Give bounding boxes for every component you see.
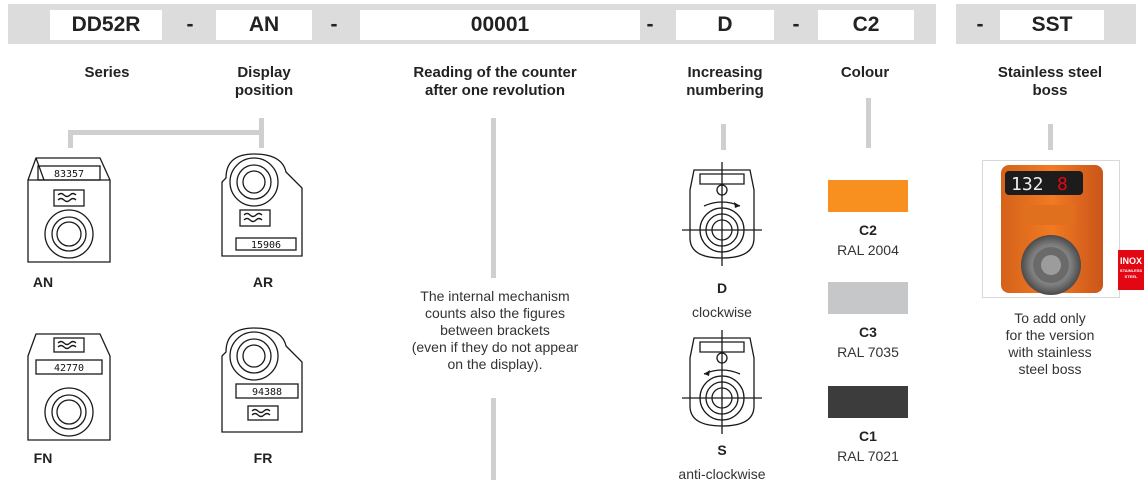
connector-boss [1048,124,1053,150]
code-display: AN [216,10,312,40]
connector-reading-top [491,118,496,278]
boss-note-line1: To add only [1014,310,1086,326]
counter-fn-drawing: 42770 [27,333,111,441]
header-boss: Stainless steel boss [980,64,1120,100]
connector-colour [866,98,871,148]
position-ar-label: AR [252,274,274,290]
position-an-label: AN [32,274,54,290]
code-separator: - [792,13,800,36]
colour-swatch-c1 [828,386,908,418]
boss-photo-frame: 132 8 [982,160,1120,298]
colour-c2-code: C2 [859,222,877,238]
colour-c2-ral: RAL 2004 [837,242,899,258]
anticlockwise-drawing [682,330,762,434]
reading-note: The internal mechanism counts also the f… [380,288,610,373]
reading-note-line2: counts also the figures [424,305,566,321]
boss-note-line2: for the version [1005,327,1095,343]
clockwise-drawing [682,162,762,266]
numbering-s-text: anti-clockwise [678,466,766,482]
reading-note-line1: The internal mechanism [420,288,570,304]
header-reading-line2: after one revolution [424,82,566,99]
position-fr-label: FR [253,450,273,466]
connector-display-left [68,130,73,148]
header-display-line1: Display [237,64,291,81]
colour-c3-ral: RAL 7035 [837,344,899,360]
counter-ar-drawing: 15906 [221,153,303,257]
connector-display-right [259,118,264,148]
numbering-s-code: S [717,442,727,458]
boss-photo: 132 8 [1001,165,1103,295]
counter-an-digits: 83357 [54,169,84,180]
header-boss-line2: boss [1032,82,1068,99]
colour-swatch-c2 [828,180,908,212]
header-reading-line1: Reading of the counter [413,64,577,81]
counter-an-drawing: 83357 [27,157,111,263]
counter-fr-drawing: 94388 [221,327,303,433]
code-reading: 00001 [360,10,640,40]
boss-note-line3: with stainless [1008,344,1092,360]
position-fn-label: FN [33,450,53,466]
reading-note-line3: between brackets [440,322,550,338]
colour-c1-code: C1 [859,428,877,444]
inox-badge-title: INOX [1119,256,1142,266]
numbering-d-text: clockwise [692,304,752,320]
colour-c3-code: C3 [859,324,877,340]
boss-note: To add only for the version with stainle… [970,310,1130,378]
boss-note-line4: steel boss [1018,361,1082,377]
header-numbering: Increasing numbering [670,64,780,100]
reading-note-line5: on the display). [447,356,543,372]
counter-ar-digits: 15906 [251,240,281,251]
header-display: Display position [214,64,314,100]
code-boss: SST [1000,10,1104,40]
code-separator: - [186,13,194,36]
boss-photo-digits: 132 [1011,174,1044,195]
code-series: DD52R [50,10,162,40]
connector-display-horizontal [68,130,264,135]
header-boss-line1: Stainless steel [997,64,1103,81]
header-series-text: Series [84,64,130,81]
header-series: Series [62,64,152,82]
header-numbering-line2: numbering [686,82,764,99]
code-separator: - [330,13,338,36]
colour-swatch-c3 [828,282,908,314]
code-colour: C2 [818,10,914,40]
code-numbering: D [676,10,774,40]
numbering-d-code: D [716,280,728,296]
boss-photo-red-digit: 8 [1057,174,1068,195]
counter-fn-digits: 42770 [54,363,84,374]
connector-numbering [721,124,726,150]
inox-badge-line3: STEEL [1124,274,1138,279]
header-reading: Reading of the counter after one revolut… [370,64,620,100]
inox-badge: INOX STAINLESS STEEL [1118,250,1144,290]
counter-fr-digits: 94388 [252,387,282,398]
reading-note-line4: (even if they do not appear [411,339,579,355]
connector-reading-bottom [491,398,496,480]
code-separator: - [646,13,654,36]
colour-c1-ral: RAL 7021 [837,448,899,464]
code-bar-gap [936,4,956,44]
header-colour: Colour [820,64,910,82]
header-numbering-line1: Increasing [687,64,763,81]
header-colour-text: Colour [840,64,890,81]
header-display-line2: position [234,82,294,99]
inox-badge-line2: STAINLESS [1119,268,1143,273]
code-separator: - [976,13,984,36]
